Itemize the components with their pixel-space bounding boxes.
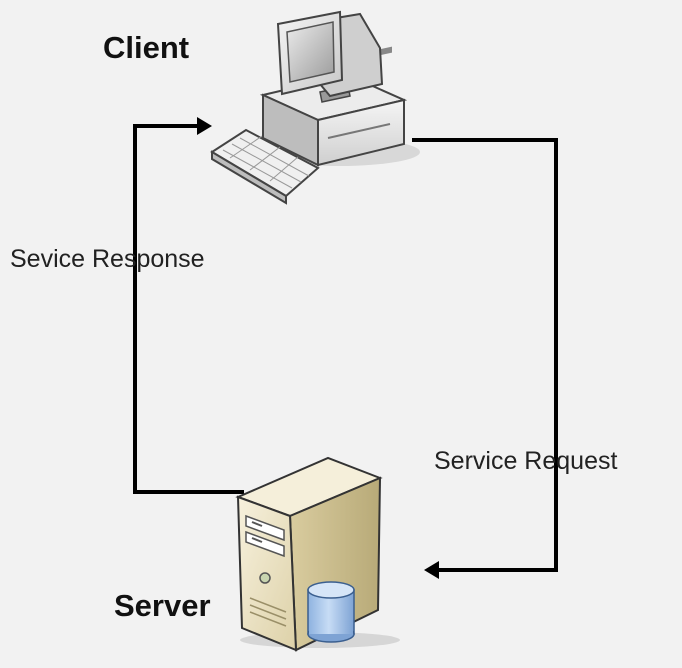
- request-arrow: [412, 138, 558, 579]
- service-request-label: Service Request: [434, 447, 618, 475]
- response-arrow: [133, 117, 244, 494]
- database-icon: [307, 581, 355, 643]
- service-response-label: Sevice Response: [10, 245, 205, 273]
- server-label: Server: [114, 588, 211, 623]
- client-label: Client: [103, 30, 190, 65]
- desktop-computer-icon: [210, 10, 420, 205]
